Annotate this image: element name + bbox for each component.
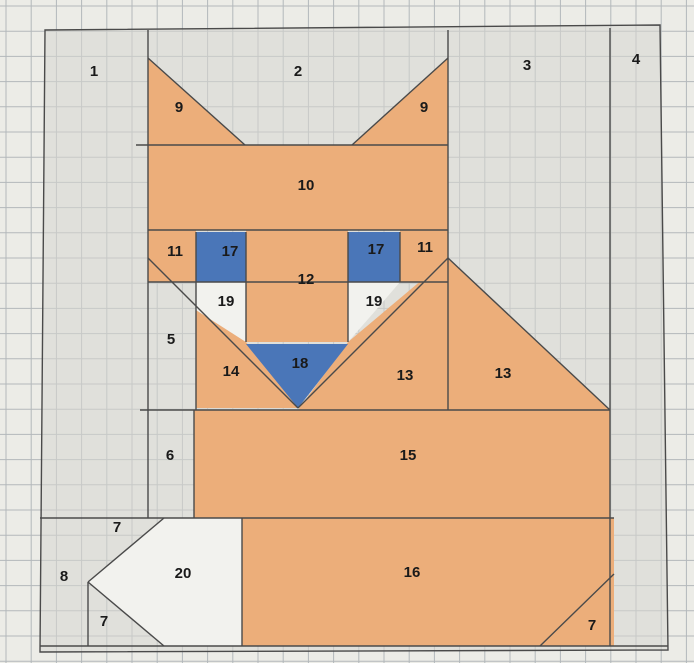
label-17-right: 17 [368,241,385,258]
label-8: 8 [60,568,68,585]
label-17-left: 17 [222,243,239,260]
label-2: 2 [294,63,302,80]
label-13-center: 13 [397,367,414,384]
label-14: 14 [223,363,240,380]
label-5: 5 [167,331,175,348]
label-19-left: 19 [218,293,235,310]
label-10: 10 [298,177,315,194]
label-6: 6 [166,447,174,464]
label-7-bottom-right: 7 [588,617,596,634]
label-19-right: 19 [366,293,383,310]
label-9-left: 9 [175,99,183,116]
piece-16 [242,518,614,646]
label-18: 18 [292,355,309,372]
label-20: 20 [175,565,192,582]
label-7-top: 7 [113,519,121,536]
piece-15 [194,410,610,518]
label-7-bottom-left: 7 [100,613,108,630]
label-13-right: 13 [495,365,512,382]
label-11-left: 11 [167,243,183,260]
label-12: 12 [298,271,315,288]
label-4: 4 [632,51,641,68]
label-11-right: 11 [417,239,433,256]
label-9-right: 9 [420,99,428,116]
label-16: 16 [404,564,421,581]
label-15: 15 [400,447,417,464]
label-1: 1 [90,63,98,80]
label-3: 3 [523,57,531,74]
